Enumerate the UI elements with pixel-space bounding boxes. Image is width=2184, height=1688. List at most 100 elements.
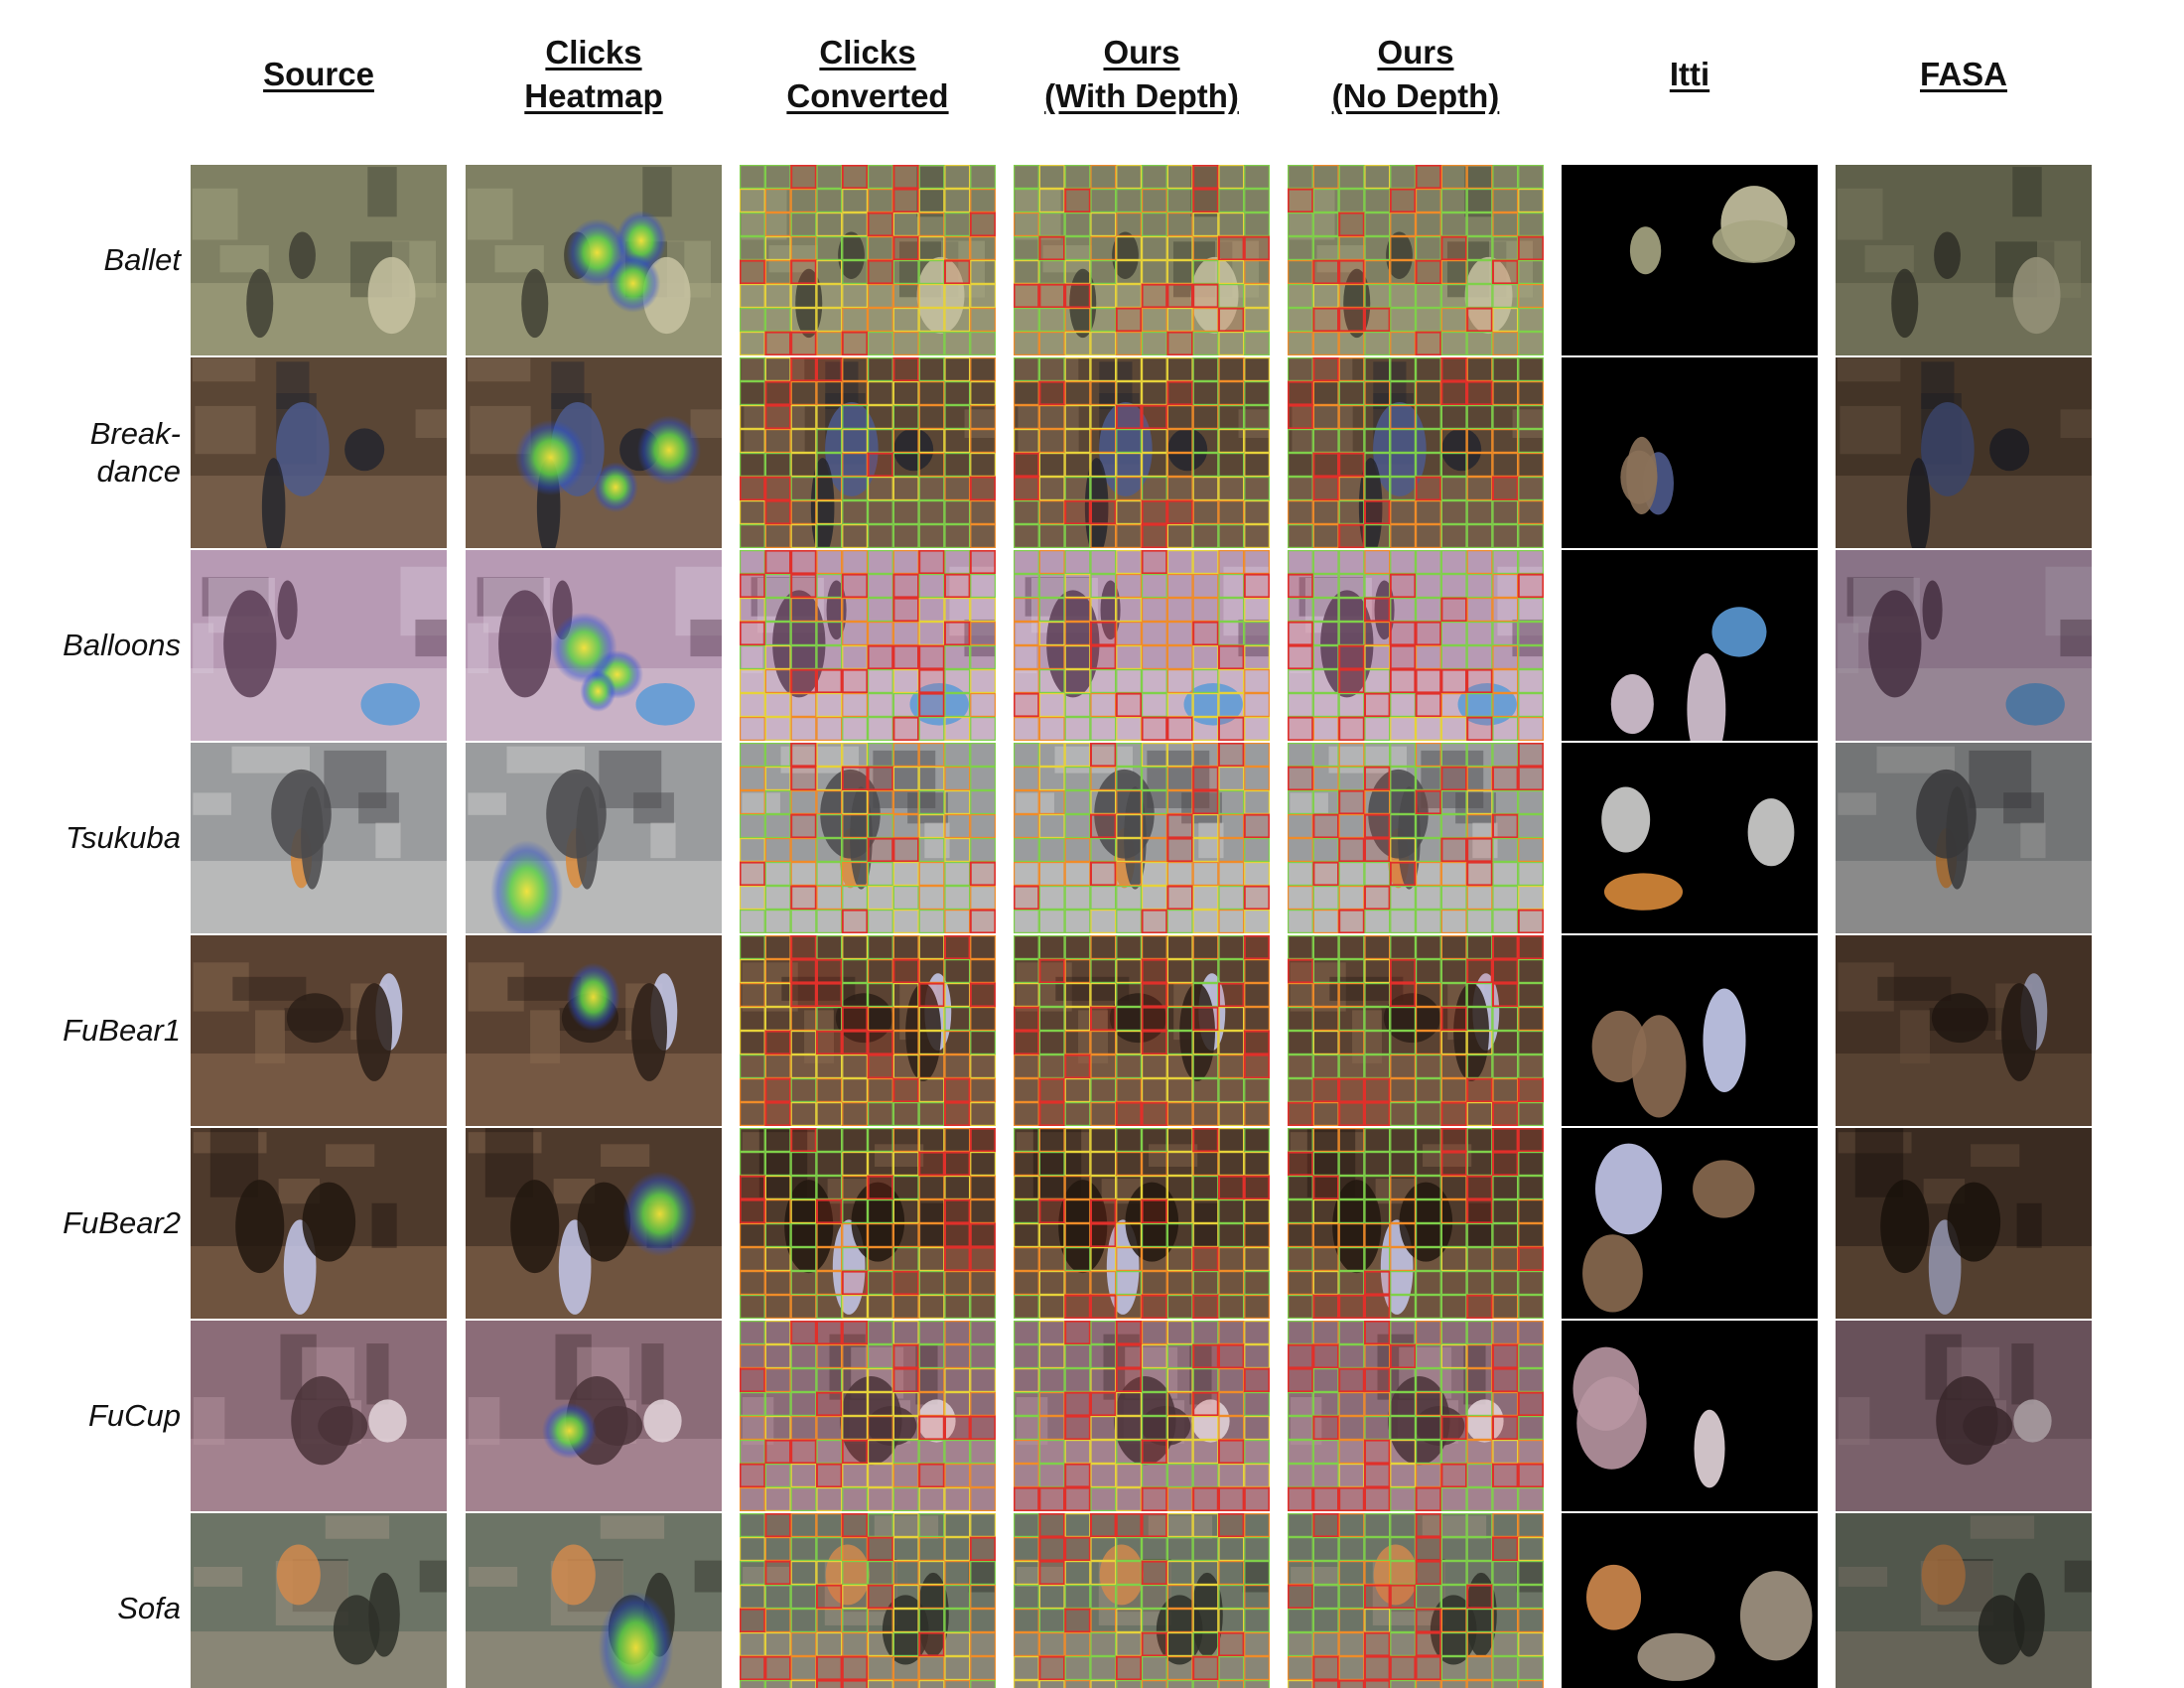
row-divider	[1288, 548, 1544, 550]
cell-image	[1288, 550, 1544, 741]
row-divider	[466, 1511, 722, 1513]
cell-image	[466, 1128, 722, 1319]
cell-image	[1562, 1128, 1818, 1319]
row-divider	[191, 1126, 447, 1128]
row-divider	[1014, 355, 1270, 357]
cell-fucup-clicks-heatmap	[466, 1321, 722, 1511]
row-divider	[740, 741, 996, 743]
row-divider	[466, 1126, 722, 1128]
row-divider	[1562, 741, 1818, 743]
cell-breakdance-ours-nodepth	[1288, 357, 1544, 548]
row-divider	[1288, 1126, 1544, 1128]
cell-image	[191, 1513, 447, 1688]
cell-image	[466, 357, 722, 548]
row-divider	[1562, 355, 1818, 357]
cell-image	[740, 550, 996, 741]
cell-balloons-clicks-converted	[740, 550, 996, 741]
cell-sofa-ours-nodepth	[1288, 1513, 1544, 1688]
row-divider	[1014, 548, 1270, 550]
row-label-breakdance: Break-dance	[0, 357, 181, 548]
cell-tsukuba-ours-depth	[1014, 743, 1270, 933]
cell-tsukuba-itti	[1562, 743, 1818, 933]
cell-image	[740, 357, 996, 548]
column-header-line: FASA	[1919, 56, 2007, 92]
cell-image	[1836, 165, 2092, 355]
row-divider	[1288, 933, 1544, 935]
cell-image	[191, 1321, 447, 1511]
cell-balloons-itti	[1562, 550, 1818, 741]
row-label-line: Tsukuba	[65, 820, 181, 855]
row-label-tsukuba: Tsukuba	[0, 743, 181, 933]
column-header-ours-depth: Ours (With Depth)	[984, 20, 1299, 129]
row-divider	[1836, 1126, 2092, 1128]
cell-fucup-ours-nodepth	[1288, 1321, 1544, 1511]
cell-image	[1288, 165, 1544, 355]
row-divider	[191, 741, 447, 743]
cell-sofa-source	[191, 1513, 447, 1688]
column-header-line: Ours	[1103, 34, 1180, 70]
cell-image	[1288, 1321, 1544, 1511]
row-divider	[1288, 1319, 1544, 1321]
cell-balloons-ours-nodepth	[1288, 550, 1544, 741]
cell-image	[191, 1128, 447, 1319]
row-divider	[1562, 1126, 1818, 1128]
cell-ballet-ours-depth	[1014, 165, 1270, 355]
cell-fucup-source	[191, 1321, 447, 1511]
cell-breakdance-ours-depth	[1014, 357, 1270, 548]
cell-fucup-itti	[1562, 1321, 1818, 1511]
row-divider	[466, 355, 722, 357]
cell-image	[740, 743, 996, 933]
cell-image	[1288, 357, 1544, 548]
cell-ballet-clicks-converted	[740, 165, 996, 355]
cell-image	[1836, 1128, 2092, 1319]
cell-fubear1-source	[191, 935, 447, 1126]
cell-image	[1288, 743, 1544, 933]
cell-fubear1-ours-nodepth	[1288, 935, 1544, 1126]
column-header-line: Source	[263, 56, 374, 92]
cell-image	[1836, 1513, 2092, 1688]
cell-image	[191, 550, 447, 741]
cell-balloons-fasa	[1836, 550, 2092, 741]
cell-image	[1562, 743, 1818, 933]
row-divider	[1288, 741, 1544, 743]
cell-fubear1-clicks-heatmap	[466, 935, 722, 1126]
cell-fucup-clicks-converted	[740, 1321, 996, 1511]
cell-fucup-ours-depth	[1014, 1321, 1270, 1511]
cell-fubear2-ours-depth	[1014, 1128, 1270, 1319]
cell-tsukuba-clicks-converted	[740, 743, 996, 933]
row-divider	[1014, 1511, 1270, 1513]
cell-fubear2-clicks-converted	[740, 1128, 996, 1319]
cell-image	[740, 1128, 996, 1319]
cell-sofa-ours-depth	[1014, 1513, 1270, 1688]
cell-image	[1014, 1321, 1270, 1511]
column-header-line: (With Depth)	[1044, 77, 1239, 114]
row-divider	[1014, 1126, 1270, 1128]
cell-fubear1-ours-depth	[1014, 935, 1270, 1126]
row-divider	[1562, 933, 1818, 935]
cell-image	[1014, 1128, 1270, 1319]
cell-fucup-fasa	[1836, 1321, 2092, 1511]
cell-image	[1014, 357, 1270, 548]
row-label-line: Ballet	[103, 242, 181, 277]
row-label-line: dance	[96, 454, 181, 489]
cell-image	[1014, 935, 1270, 1126]
row-divider	[1288, 355, 1544, 357]
cell-image	[1562, 550, 1818, 741]
cell-tsukuba-source	[191, 743, 447, 933]
row-label-line: Sofa	[117, 1591, 181, 1625]
row-divider	[191, 1319, 447, 1321]
cell-tsukuba-ours-nodepth	[1288, 743, 1544, 933]
row-divider	[1836, 548, 2092, 550]
row-divider	[466, 1319, 722, 1321]
cell-balloons-ours-depth	[1014, 550, 1270, 741]
row-label-sofa: Sofa	[0, 1513, 181, 1688]
column-header-itti: Itti	[1532, 20, 1847, 129]
row-divider	[1014, 741, 1270, 743]
row-label-ballet: Ballet	[0, 165, 181, 355]
cell-image	[1014, 165, 1270, 355]
column-header-ours-nodepth: Ours(No Depth)	[1258, 20, 1573, 129]
row-divider	[1562, 1511, 1818, 1513]
cell-image	[466, 165, 722, 355]
row-divider	[1288, 1511, 1544, 1513]
